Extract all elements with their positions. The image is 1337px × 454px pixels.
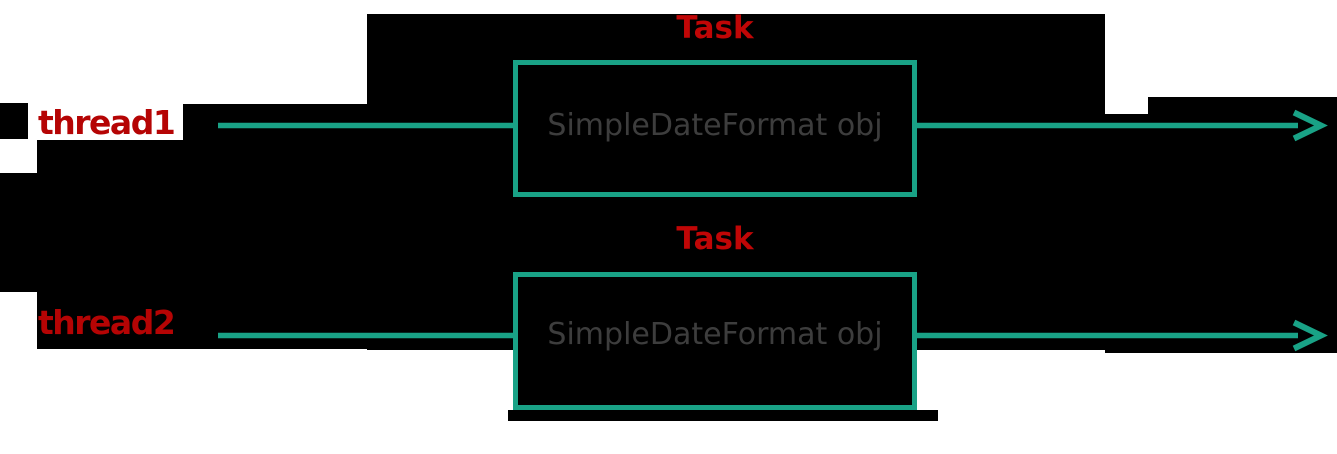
background-block (508, 410, 938, 421)
object-label-2: SimpleDateFormat obj (547, 316, 883, 352)
task-label-2: Task (676, 221, 754, 257)
object-label-1: SimpleDateFormat obj (547, 108, 883, 143)
task-label-1: Task (676, 10, 754, 46)
thread1-label: thread1 (38, 103, 176, 142)
arrow-head-icon (1292, 109, 1328, 142)
thread2-label: thread2 (38, 303, 176, 342)
arrow-head-icon (1292, 319, 1328, 352)
task-box-2: SimpleDateFormat obj (513, 272, 917, 410)
background-block (37, 140, 368, 349)
background-block (0, 173, 37, 292)
background-block (1105, 114, 1337, 353)
task-box-1: SimpleDateFormat obj (513, 60, 917, 197)
background-block (0, 103, 28, 139)
